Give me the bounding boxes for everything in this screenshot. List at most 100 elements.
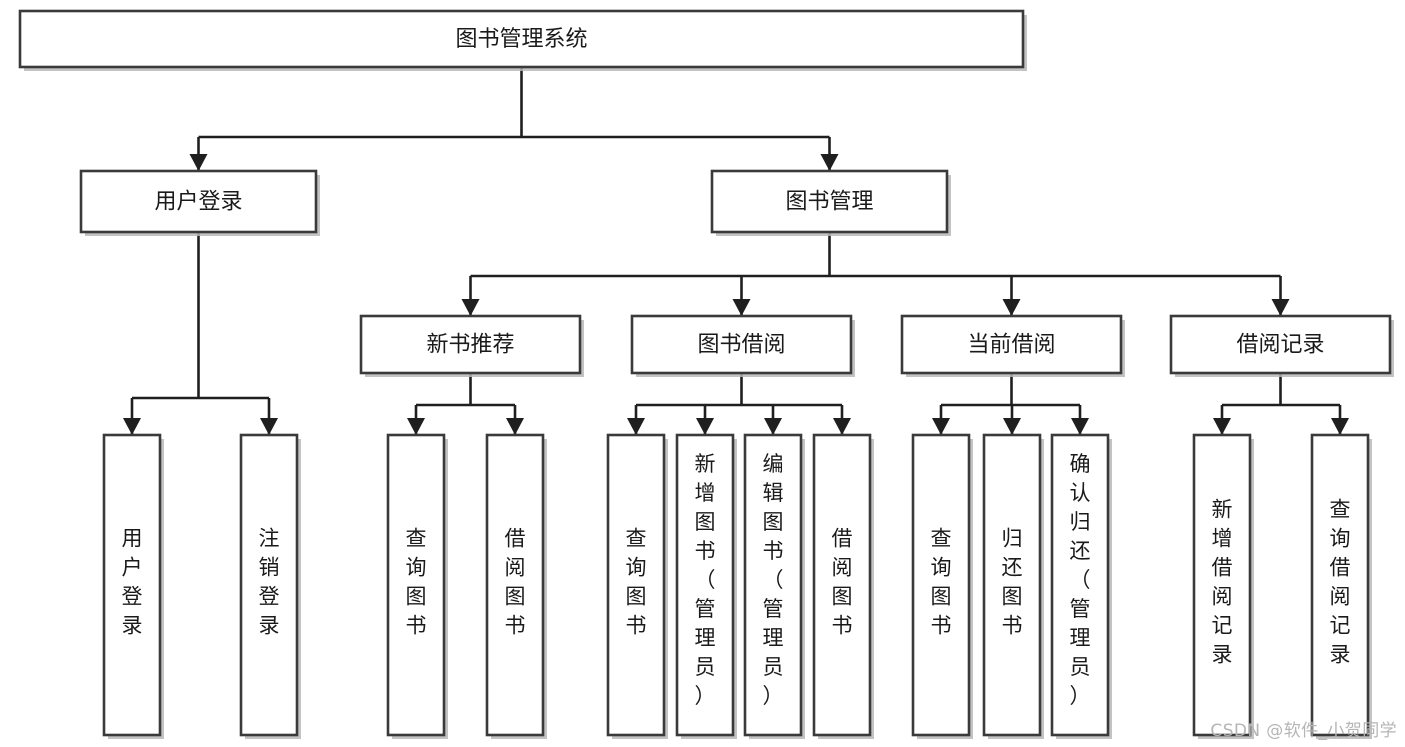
node-box[interactable] — [812, 433, 872, 737]
node-leaf-user-login[interactable]: 用户登录 — [102, 433, 164, 739]
node-box[interactable] — [630, 314, 853, 375]
node-label-char: 借 — [1212, 556, 1233, 580]
node-box[interactable] — [485, 433, 545, 737]
node-label-char: 书 — [832, 614, 853, 638]
node-label-char: 管 — [763, 597, 784, 621]
node-box[interactable] — [1192, 433, 1252, 737]
node-label-char: 书 — [505, 614, 526, 638]
node-label-char: 增 — [695, 481, 716, 505]
node-label-char: 归 — [1002, 527, 1023, 551]
node-book-borrow[interactable]: 图书借阅 — [630, 314, 855, 377]
node-label-char: 录 — [259, 614, 280, 638]
node-box[interactable] — [606, 433, 666, 737]
node-box[interactable] — [911, 433, 971, 737]
node-label-char: 书 — [763, 539, 784, 563]
connector-group-borrow-record — [1213, 373, 1349, 435]
node-label-char: 书 — [406, 614, 427, 638]
connector-group-root — [189, 67, 839, 171]
node-label-char: 归 — [1070, 510, 1091, 534]
node-label-char: 借 — [1330, 556, 1351, 580]
node-label-char: 查 — [1330, 498, 1351, 522]
node-label: 用户登录 — [154, 190, 242, 215]
node-label-char: 认 — [1070, 481, 1091, 505]
node-label-char: 询 — [406, 556, 427, 580]
node-label-char: 记 — [1212, 614, 1233, 638]
node-label: 借阅记录 — [1236, 333, 1324, 358]
connector-group-new-book-recommend — [407, 373, 524, 435]
node-box[interactable] — [102, 433, 162, 737]
node-label: 新书推荐 — [426, 333, 514, 358]
node-label-char: 新 — [1212, 498, 1233, 522]
node-label-char: （ — [763, 568, 784, 592]
node-box[interactable] — [386, 433, 446, 737]
node-label-char: 理 — [763, 626, 784, 650]
node-box[interactable] — [1310, 433, 1370, 737]
node-label-char: 登 — [259, 585, 280, 609]
node-box[interactable] — [710, 169, 949, 234]
node-book-manage[interactable]: 图书管理 — [710, 169, 951, 236]
node-label-char: 图 — [406, 585, 427, 609]
node-label-char: 记 — [1330, 614, 1351, 638]
node-label-char: 员 — [695, 655, 716, 679]
node-box[interactable] — [1169, 314, 1392, 375]
node-label-char: 销 — [259, 556, 280, 580]
node-label-char: 图 — [505, 585, 526, 609]
node-label-char: 理 — [1070, 626, 1091, 650]
node-label-char: 询 — [1330, 527, 1351, 551]
node-label-char: 登 — [122, 585, 143, 609]
node-label-char: 图 — [931, 585, 952, 609]
node-label-char: 用 — [122, 527, 143, 551]
node-label-char: 理 — [695, 626, 716, 650]
node-label-char: 书 — [1002, 614, 1023, 638]
node-label-char: 阅 — [832, 556, 853, 580]
node-label-char: 阅 — [505, 556, 526, 580]
node-label-char: 查 — [931, 527, 952, 551]
node-box[interactable] — [18, 9, 1025, 69]
node-box[interactable] — [743, 433, 803, 737]
node-borrow-record[interactable]: 借阅记录 — [1169, 314, 1394, 377]
node-label-char: 户 — [122, 556, 143, 580]
node-label-char: 书 — [695, 539, 716, 563]
node-label-char: 借 — [832, 527, 853, 551]
node-label-char: 注 — [259, 527, 280, 551]
node-user-login[interactable]: 用户登录 — [79, 169, 320, 236]
node-box[interactable] — [359, 314, 582, 375]
node-label: 当前借阅 — [967, 333, 1055, 358]
node-root[interactable]: 图书管理系统 — [18, 9, 1027, 71]
node-label: 图书借阅 — [697, 333, 785, 358]
node-label-char: 还 — [1070, 539, 1091, 563]
node-box[interactable] — [675, 433, 735, 737]
connector-group-book-borrow — [627, 373, 851, 435]
connector-group-user-login — [123, 232, 278, 435]
node-label-char: 图 — [832, 585, 853, 609]
node-label-char: 阅 — [1330, 585, 1351, 609]
node-new-book-recommend[interactable]: 新书推荐 — [359, 314, 584, 377]
node-label-char: 查 — [406, 527, 427, 551]
node-label-char: 员 — [763, 655, 784, 679]
node-box[interactable] — [239, 433, 299, 737]
watermark-label: CSDN @软件_小贺同学 — [1210, 721, 1397, 741]
node-label-char: 图 — [1002, 585, 1023, 609]
node-label-char: 查 — [626, 527, 647, 551]
node-box[interactable] — [982, 433, 1042, 737]
node-box[interactable] — [1050, 433, 1110, 737]
node-label-char: 管 — [1070, 597, 1091, 621]
node-layer: 图书管理系统用户登录图书管理新书推荐图书借阅当前借阅借阅记录用户登录注销登录查询… — [18, 9, 1394, 739]
node-box[interactable] — [79, 169, 318, 234]
node-label-char: 询 — [626, 556, 647, 580]
node-box[interactable] — [900, 314, 1123, 375]
node-label-char: 图 — [763, 510, 784, 534]
node-current-borrow[interactable]: 当前借阅 — [900, 314, 1125, 377]
